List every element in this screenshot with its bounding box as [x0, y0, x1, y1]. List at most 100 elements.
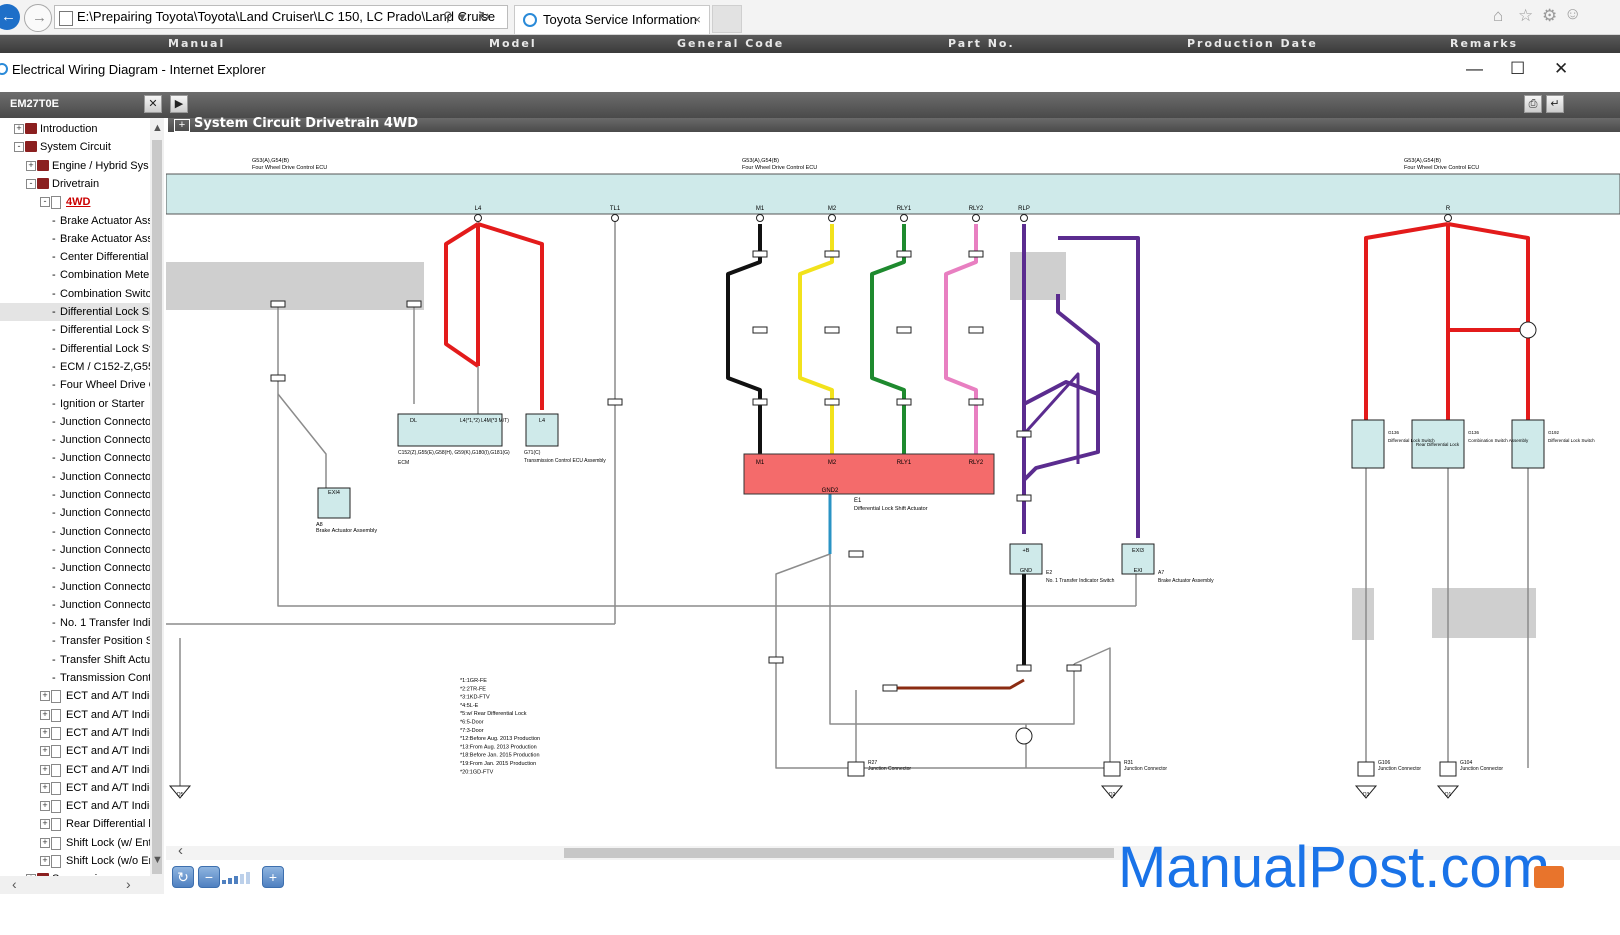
- gear-icon[interactable]: ⚙: [1542, 6, 1558, 25]
- close-pane-button[interactable]: ✕: [144, 95, 162, 113]
- tree-item[interactable]: -System Circuit: [0, 138, 150, 156]
- wiring-diagram[interactable]: G53(A),G54(B)Four Wheel Drive Control EC…: [166, 134, 1620, 846]
- expand-icon[interactable]: +: [26, 160, 36, 171]
- expand-icon[interactable]: +: [14, 124, 24, 134]
- search-icon[interactable]: ⚲: [443, 9, 453, 24]
- collapse-icon[interactable]: -: [14, 142, 24, 153]
- tree-item[interactable]: +ECT and A/T Indic: [0, 742, 155, 760]
- tree-item[interactable]: -Differential Lock Sh: [0, 303, 155, 321]
- menu-production-date[interactable]: Production Date: [1187, 37, 1318, 50]
- minimize-button[interactable]: —: [1466, 59, 1483, 78]
- tree-item[interactable]: -Combination Switc: [0, 285, 151, 303]
- tree-item[interactable]: +ECT and A/T Indic: [0, 724, 155, 742]
- maximize-button[interactable]: ☐: [1510, 59, 1526, 78]
- tree-item[interactable]: -Junction Connector: [0, 541, 155, 559]
- expand-icon[interactable]: +: [40, 819, 50, 830]
- scroll-down-icon[interactable]: ▼: [152, 854, 163, 866]
- tree-item[interactable]: -Junction Connector: [0, 486, 155, 504]
- tree-item[interactable]: -Junction Connector: [0, 468, 155, 486]
- dropdown-icon[interactable]: ▾: [459, 9, 466, 24]
- notification-icon[interactable]: [1534, 866, 1564, 888]
- tree-item[interactable]: -Brake Actuator Ass: [0, 212, 153, 230]
- tree-item[interactable]: -Junction Connector: [0, 504, 155, 522]
- tree-item[interactable]: -Transmission Contr: [0, 669, 155, 687]
- play-button[interactable]: ▶: [170, 95, 188, 113]
- tree-item[interactable]: +Shift Lock (w/ Ent: [0, 834, 152, 852]
- tree-item[interactable]: -Junction Connector: [0, 559, 155, 577]
- tree-item[interactable]: +ECT and A/T Indic: [0, 761, 155, 779]
- tree-vertical-scrollbar[interactable]: ▲ ▼: [150, 118, 164, 876]
- menu-general-code[interactable]: General Code: [677, 37, 785, 50]
- zoom-level-bars[interactable]: [222, 872, 256, 884]
- tree-item[interactable]: -Differential Lock Sv: [0, 321, 155, 339]
- tree-scroll-thumb[interactable]: [152, 140, 162, 874]
- tree-item[interactable]: +Engine / Hybrid Sys: [0, 157, 150, 175]
- tree-item[interactable]: -Junction Connector: [0, 449, 155, 467]
- tree-horizontal-scrollbar[interactable]: ‹ ›: [0, 876, 164, 894]
- favorites-star-icon[interactable]: ☆: [1518, 6, 1534, 25]
- scroll-left-icon[interactable]: ‹: [12, 876, 17, 892]
- expand-icon[interactable]: +: [40, 746, 50, 757]
- forward-button[interactable]: →: [24, 4, 52, 32]
- expand-icon[interactable]: +: [40, 727, 50, 738]
- tree-item[interactable]: -ECM / C152-Z,G55: [0, 358, 154, 376]
- expand-icon[interactable]: +: [174, 119, 190, 132]
- zoom-in-icon[interactable]: +: [262, 866, 284, 888]
- tree-item[interactable]: -No. 1 Transfer Indi: [0, 614, 151, 632]
- diagram-scroll-thumb[interactable]: [564, 848, 1114, 858]
- collapse-icon[interactable]: -: [40, 197, 50, 208]
- tree-item[interactable]: +ECT and A/T Indic: [0, 706, 155, 724]
- home-icon[interactable]: ⌂: [1493, 6, 1504, 25]
- tree-item[interactable]: -Transfer Position S: [0, 632, 153, 650]
- scroll-left-icon[interactable]: ‹: [178, 842, 183, 859]
- back-arrow-icon[interactable]: ↵: [1546, 95, 1564, 113]
- zoom-out-icon[interactable]: −: [198, 866, 220, 888]
- tree-item[interactable]: -Center Differential: [0, 248, 150, 266]
- tree-item[interactable]: +ECT and A/T Indic: [0, 797, 155, 815]
- expand-icon[interactable]: +: [40, 782, 50, 793]
- back-button[interactable]: ←: [0, 4, 20, 30]
- tree-item[interactable]: +Introduction: [0, 120, 150, 138]
- menu-remarks[interactable]: Remarks: [1450, 37, 1519, 50]
- tree-item[interactable]: -Transfer Shift Actu: [0, 651, 150, 669]
- menu-manual[interactable]: Manual: [168, 37, 226, 50]
- collapse-icon[interactable]: -: [26, 178, 36, 189]
- tree-item[interactable]: -Combination Meter: [0, 266, 153, 284]
- close-button[interactable]: ✕: [1554, 59, 1569, 78]
- tree-item[interactable]: -Junction Connector: [0, 413, 155, 431]
- tree-item[interactable]: -Junction Connector: [0, 596, 155, 614]
- expand-icon[interactable]: +: [40, 801, 50, 812]
- smiley-icon[interactable]: ☺: [1564, 4, 1582, 23]
- tree-item[interactable]: -Junction Connector: [0, 431, 155, 449]
- print-icon[interactable]: ⎙: [1524, 95, 1542, 113]
- tree-item[interactable]: -Junction Connector: [0, 523, 155, 541]
- new-tab-button[interactable]: [712, 5, 742, 33]
- tree-item[interactable]: +ECT and A/T Indic: [0, 779, 155, 797]
- expand-icon[interactable]: +: [40, 856, 50, 866]
- menu-model[interactable]: Model: [489, 37, 537, 50]
- tree-item[interactable]: -Ignition or Starter: [0, 395, 150, 413]
- diagram-horizontal-scrollbar[interactable]: ‹: [166, 842, 1620, 860]
- tree-item[interactable]: -4WD: [0, 193, 150, 211]
- expand-icon[interactable]: +: [40, 764, 50, 775]
- browser-tab[interactable]: Toyota Service Information ×: [514, 5, 710, 34]
- footnote: *20:1GD-FTV: [460, 769, 494, 775]
- expand-icon[interactable]: +: [40, 837, 50, 848]
- tree-item[interactable]: -Drivetrain: [0, 175, 150, 193]
- refresh-view-icon[interactable]: ↻: [172, 866, 194, 888]
- tree-item[interactable]: +ECT and A/T Indic: [0, 687, 155, 705]
- tree-item[interactable]: -Junction Connector: [0, 578, 155, 596]
- tree-item[interactable]: -Differential Lock Sv: [0, 340, 155, 358]
- tab-close-button[interactable]: ×: [693, 12, 701, 27]
- tree-item[interactable]: +Shift Lock (w/o En: [0, 852, 155, 870]
- address-bar[interactable]: E:\Prepairing Toyota\Toyota\Land Cruiser…: [54, 5, 508, 29]
- tree-item[interactable]: -Four Wheel Drive C: [0, 376, 157, 394]
- tree-item[interactable]: +Rear Differential l: [0, 815, 151, 833]
- refresh-icon[interactable]: ↻: [479, 9, 490, 24]
- tree-item[interactable]: -Brake Actuator Ass: [0, 230, 153, 248]
- menu-part-no[interactable]: Part No.: [948, 37, 1015, 50]
- expand-icon[interactable]: +: [40, 691, 50, 702]
- expand-icon[interactable]: +: [40, 709, 50, 720]
- scroll-right-icon[interactable]: ›: [126, 876, 131, 892]
- scroll-up-icon[interactable]: ▲: [152, 122, 163, 134]
